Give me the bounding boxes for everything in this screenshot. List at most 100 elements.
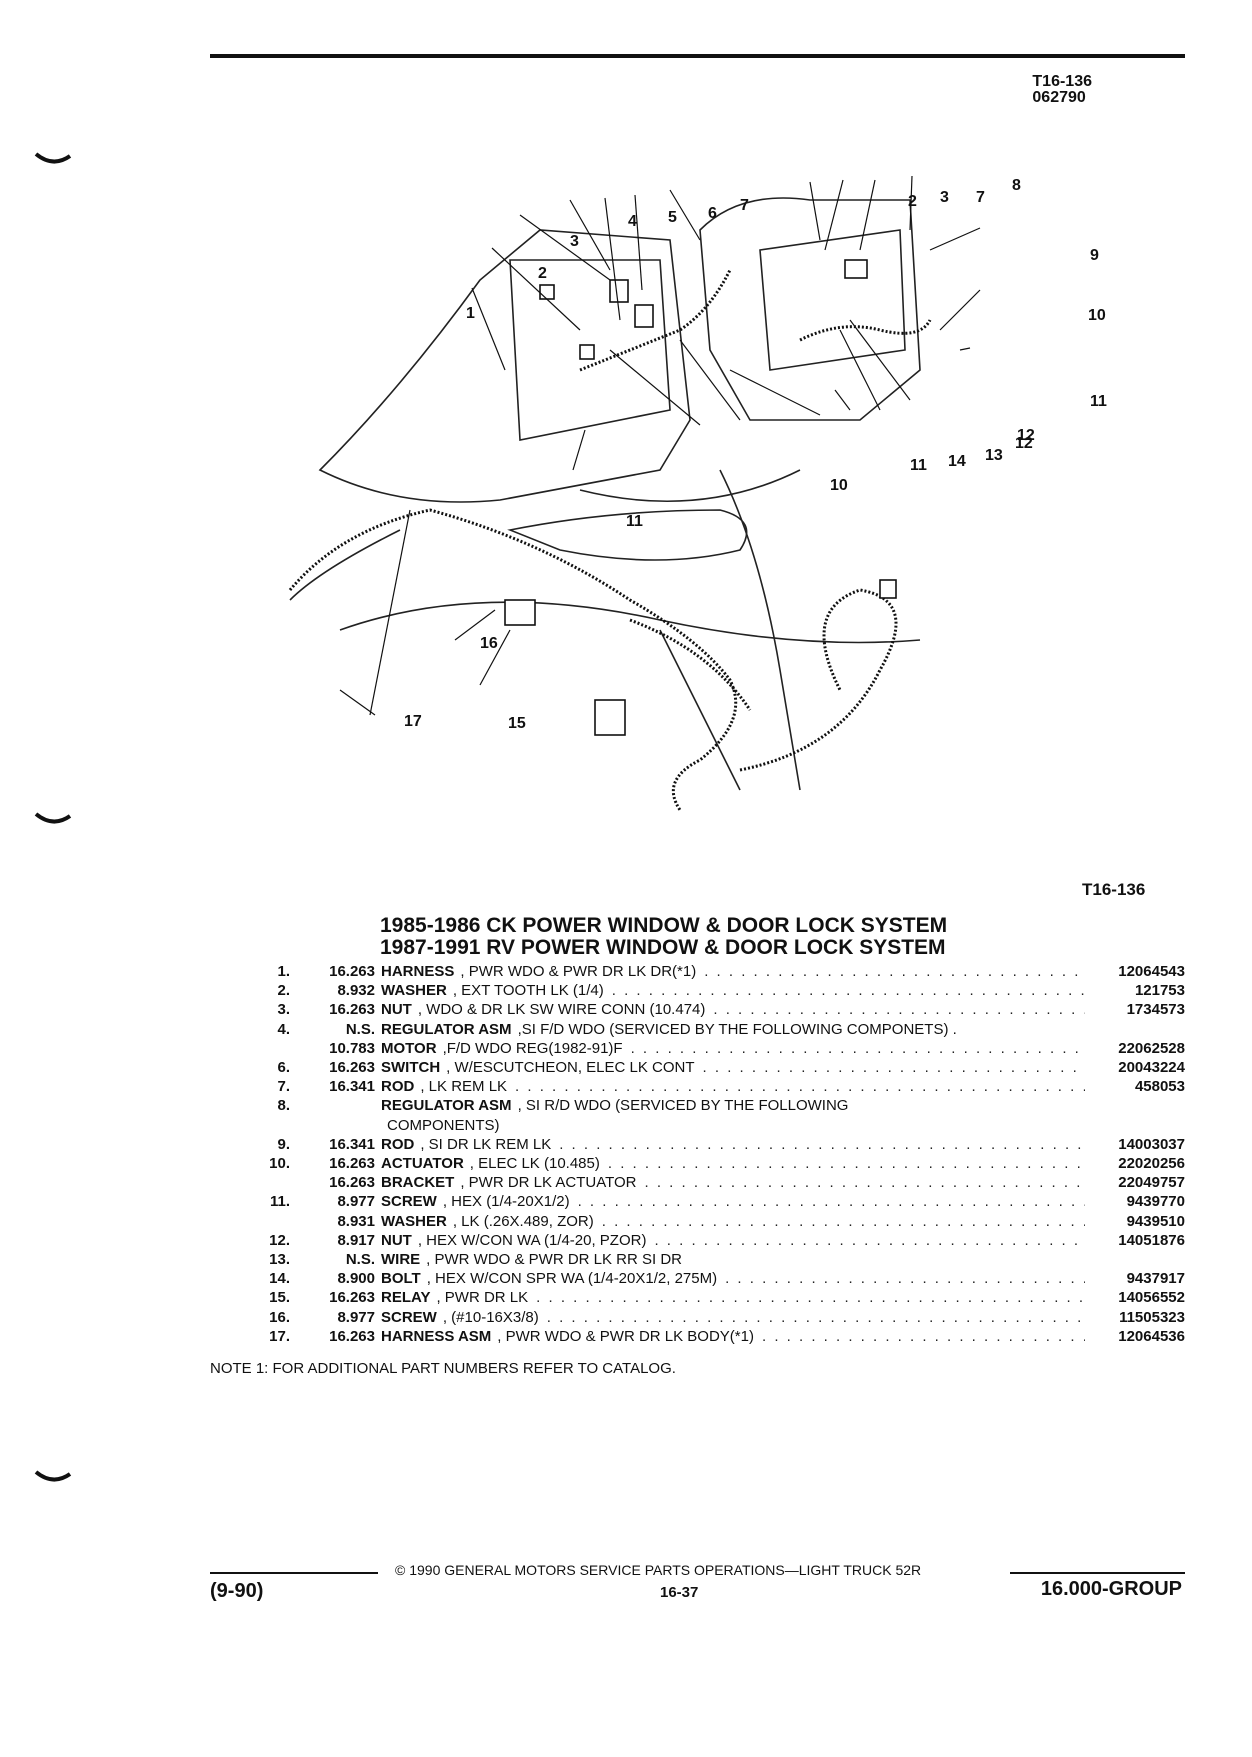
item-number: 6. [277,1059,290,1077]
leader-dots: . . . . . . . . . . . . . . . . . . . . … [536,1289,1085,1307]
item-number: 15. [269,1289,290,1307]
part-name: WIRE [381,1251,421,1269]
callout-label: 17 [404,713,422,730]
part-number: 11505323 [1119,1308,1185,1326]
part-number: 9439510 [1126,1212,1185,1230]
clip-component [539,284,555,300]
part-number: 22062528 [1118,1039,1185,1057]
note: NOTE 1: FOR ADDITIONAL PART NUMBERS REFE… [210,1360,676,1377]
part-number [1085,1096,1185,1115]
part-detail: , SI R/D WDO (SERVICED BY THE FOLLOWING [517,1097,849,1115]
item-number: 1. [277,963,290,980]
exploded-view-diagram: 1 2 3 4 5 6 7 2 3 7 8 9 10 11 12 10 11 1… [288,175,1107,811]
part-name: SWITCH [381,1059,441,1077]
components [504,259,897,736]
title-line: 1985-1986 CK POWER WINDOW & DOOR LOCK SY… [380,914,948,937]
part-description: NUT, HEX W/CON WA (1/4-20, PZOR). . . . … [375,1231,1085,1250]
part-name: WASHER [381,1212,447,1230]
callout-label: 8 [1012,177,1021,194]
part-number: 22020256 [1118,1155,1185,1173]
group-number: 16.263 [329,1174,375,1192]
part-detail: , W/ESCUTCHEON, ELEC LK CONT [446,1059,695,1077]
part-description: REGULATOR ASM ,SI F/D WDO (SERVICED BY TH… [375,1020,1085,1039]
table-row: 8.REGULATOR ASM, SI R/D WDO (SERVICED BY… [230,1096,1185,1115]
group-number: 8.931 [337,1212,375,1230]
table-row: COMPONENTS) [230,1116,1185,1135]
part-name: REGULATOR ASM [381,1097,512,1115]
part-name: NUT [381,1231,412,1249]
group-number [290,1116,375,1135]
callout-label: 11 [1090,393,1107,410]
leader-dots: . . . . . . . . . . . . . . . . . . . . … [515,1078,1085,1096]
callout-label: 11 [910,457,927,474]
footer-group: 16.000-GROUP [1040,1578,1182,1600]
part-detail: ,SI F/D WDO (SERVICED BY THE FOLLOWING C… [517,1020,957,1038]
callout-label: 11 [626,513,643,530]
part-description: REGULATOR ASM , SI R/D WDO (SERVICED BY T… [375,1096,1085,1115]
callout-label: 16 [480,635,498,652]
part-name: ROD [381,1078,415,1096]
part-number: 1734573 [1126,1001,1185,1019]
callout-label: 7 [740,197,749,214]
leader-dots: . . . . . . . . . . . . . . . . . . . . … [607,1155,1085,1173]
part-number: 22049757 [1118,1174,1185,1192]
part-number: 9437917 [1126,1270,1185,1288]
part-name: REGULATOR ASM [381,1020,512,1038]
page-title: 1985-1986 CK POWER WINDOW & DOOR LOCK SY… [380,915,947,959]
part-number: 20043224 [1118,1059,1185,1077]
part-description: RELAY, PWR DR LK. . . . . . . . . . . . … [375,1288,1085,1307]
part-detail: , HEX W/CON SPR WA (1/4-20X1/2, 275M) [426,1270,718,1288]
part-number: 9439770 [1126,1193,1185,1211]
item-number: 14. [269,1270,290,1288]
item-number: 11. [269,1193,290,1211]
leader-dots: . . . . . . . . . . . . . . . . . . . . … [559,1135,1085,1153]
footer-rule [210,1572,378,1574]
figure-code: T16-136 [1082,880,1146,899]
part-detail: , EXT TOOTH LK (1/4) [452,982,604,1000]
item-number: 16. [269,1308,290,1326]
callout-labels: 1 2 3 4 5 6 7 2 3 7 8 9 10 11 12 10 11 1… [404,177,1107,732]
header-codes: T16-136 062790 [1032,74,1092,106]
group-number: 8.900 [337,1270,375,1288]
part-description: COMPONENTS) [375,1116,1085,1135]
part-description: ROD, LK REM LK. . . . . . . . . . . . . … [375,1077,1085,1096]
group-number: 8.932 [337,982,375,1000]
table-row: 4.N.S.REGULATOR ASM,SI F/D WDO (SERVICED… [230,1020,1185,1039]
header-code: T16-136 [1032,73,1092,90]
part-name: ACTUATOR [381,1155,464,1173]
part-description: WIRE, PWR WDO & PWR DR LK RR SI DR [375,1250,1085,1269]
part-name: HARNESS [381,963,455,980]
item-number: 12. [269,1231,290,1249]
leader-dots: . . . . . . . . . . . . . . . . . . . . … [577,1193,1085,1211]
part-detail: , ELEC LK (10.485) [469,1155,600,1173]
module-component [594,699,626,736]
leader-dots: . . . . . . . . . . . . . . . . . . . . … [713,1001,1085,1019]
part-detail: , HEX (1/4-20X1/2) [442,1193,570,1211]
part-number [1085,1116,1185,1135]
leader-dots: . . . . . . . . . . . . . . . . . . . . … [761,1327,1085,1345]
part-number: 121753 [1134,982,1185,1000]
part-description: WASHER, EXT TOOTH LK (1/4). . . . . . . … [375,981,1085,1000]
binder-hole-mark [34,812,72,824]
footer-rule [1010,1572,1185,1574]
part-description: ROD, SI DR LK REM LK. . . . . . . . . . … [375,1135,1085,1154]
group-number: 8.977 [337,1193,375,1211]
part-description: BRACKET, PWR DR LK ACTUATOR. . . . . . .… [375,1173,1085,1192]
footer-page-number: 16-37 [660,1584,699,1601]
part-detail: , PWR WDO & PWR DR LK DR(*1) [460,963,697,980]
relay-component [504,599,536,626]
part-number [1085,1020,1185,1039]
footer-date-code: (9-90) [210,1580,264,1602]
clip-component [579,344,595,360]
part-detail: , (#10-16X3/8) [442,1308,539,1326]
part-number [1085,1250,1185,1269]
leader-dots: . . . . . . . . . . . . . . . . . . . . … [546,1308,1085,1326]
part-detail: , HEX W/CON WA (1/4-20, PZOR) [417,1231,647,1249]
group-number: 16.263 [329,1289,375,1307]
